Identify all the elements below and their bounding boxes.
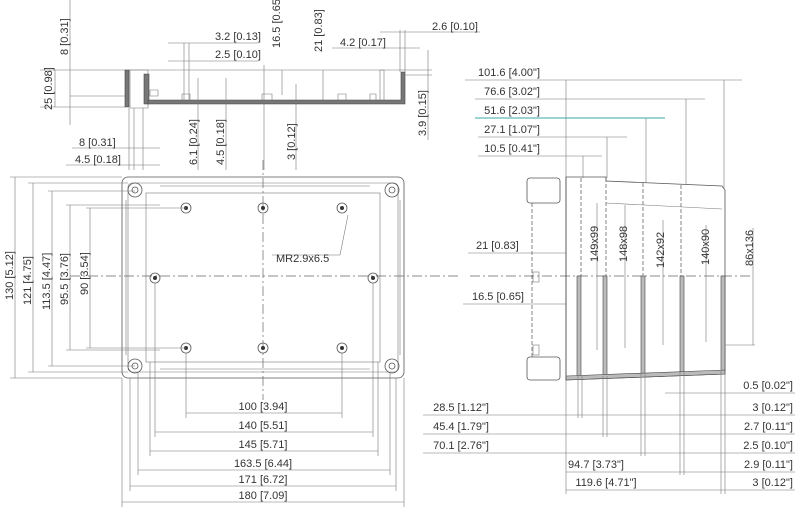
- dim-bottom-94-7: 94.7 [3.73"]: [568, 459, 624, 471]
- side-view: 101.6 [4.00"] 76.6 [3.02"] 51.6 [2.03"] …: [423, 67, 795, 494]
- dim-lid-6-1: 6.1 [0.24]: [188, 119, 200, 165]
- dim-wall-3-a: 3 [0.12"]: [752, 402, 793, 414]
- dim-lid-4-5-v: 4.5 [0.18]: [215, 119, 227, 165]
- dim-lid-4-5-b: 4.5 [0.18]: [75, 154, 121, 166]
- dim-lid-3-2: 3.2 [0.13]: [215, 31, 261, 43]
- corner-screw-icon: [127, 182, 400, 374]
- dim-depth-27-1: 27.1 [1.07"]: [484, 124, 540, 136]
- dim-bottom-70-1: 70.1 [2.76"]: [433, 440, 489, 452]
- dim-width-180: 180 [7.09]: [239, 490, 288, 502]
- dim-height-95-5: 95.5 [3.76]: [59, 253, 71, 305]
- dim-side-16-5: 16.5 [0.65]: [472, 291, 524, 303]
- dim-bottom-119-6: 119.6 [4.71"]: [575, 477, 636, 489]
- dim-height-113-5: 113.5 [4.47]: [41, 253, 53, 310]
- dim-lid-21: 21 [0.83]: [313, 9, 325, 52]
- pcb-size-140x90: 140x90: [700, 229, 712, 265]
- dim-lid-3: 3 [0.12]: [286, 123, 298, 160]
- pcb-size-148x98: 148x98: [618, 226, 630, 262]
- dim-bottom-28-5: 28.5 [1.12"]: [433, 402, 489, 414]
- dim-width-171: 171 [6.72]: [239, 474, 288, 486]
- dim-wall-2-7: 2.7 [0.11"]: [744, 421, 793, 433]
- dim-lid-25: 25 [0.98]: [43, 67, 55, 110]
- pcb-size-142x92: 142x92: [655, 232, 667, 268]
- dim-depth-76-6: 76.6 [3.02"]: [484, 86, 540, 98]
- dim-lid-8-b: 8 [0.31]: [79, 137, 116, 149]
- dim-width-140: 140 [5.51]: [239, 420, 288, 432]
- dim-wall-3-b: 3 [0.12"]: [752, 477, 793, 489]
- dim-lid-2-5: 2.5 [0.10]: [215, 49, 261, 61]
- dim-lid-4-2: 4.2 [0.17]: [340, 37, 386, 49]
- dim-depth-10-5: 10.5 [0.41"]: [484, 143, 540, 155]
- dim-wall-2-5: 2.5 [0.10"]: [743, 440, 793, 452]
- dim-width-100: 100 [3.94]: [239, 401, 288, 413]
- mounting-hole-icon: [149, 202, 379, 354]
- dim-bottom-45-4: 45.4 [1.79"]: [433, 421, 489, 433]
- dim-wall-0-5: 0.5 [0.02"]: [743, 380, 793, 392]
- dim-lid-8: 8 [0.31]: [59, 18, 71, 55]
- hole-callout: MR2.9x6.5: [276, 253, 329, 265]
- dim-height-121: 121 [4.75]: [22, 256, 34, 305]
- front-view: MR2.9x6.5 130 [5.12] 121 [4.75] 113.5 [4…: [4, 160, 460, 507]
- lid-section-view: 8 [0.31] 25 [0.98] 3.2 [0.13] 2.5 [0.10]…: [40, 0, 480, 170]
- dim-width-163-5: 163.5 [6.44]: [234, 458, 292, 470]
- dim-lid-3-9: 3.9 [0.15]: [417, 90, 429, 136]
- dim-height-130: 130 [5.12]: [4, 251, 16, 300]
- dim-depth-101-6: 101.6 [4.00"]: [478, 67, 540, 79]
- dim-height-90: 90 [3.54]: [79, 252, 91, 295]
- dim-depth-51-6: 51.6 [2.03"]: [484, 105, 540, 117]
- dim-wall-2-9: 2.9 [0.11"]: [744, 459, 793, 471]
- pcb-size-149x99: 149x99: [589, 226, 601, 262]
- dim-lid-2-6: 2.6 [0.10]: [432, 21, 478, 33]
- pcb-size-86x136: 86x136: [744, 230, 756, 266]
- dim-width-145: 145 [5.71]: [239, 439, 288, 451]
- dim-lid-16-5: 16.5 [0.65]: [271, 0, 283, 48]
- dim-side-21: 21 [0.83]: [476, 240, 519, 252]
